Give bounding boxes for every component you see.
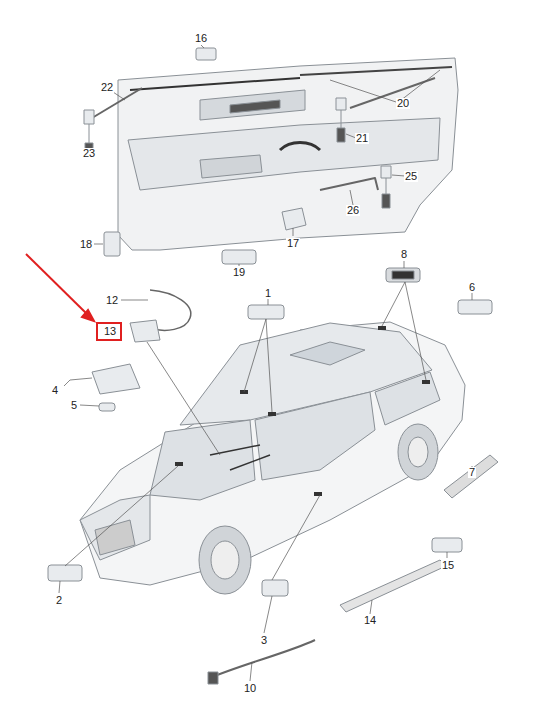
callout-number: 23 — [82, 148, 96, 159]
highlight-box: 13 — [96, 322, 122, 341]
callout-number: 7 — [468, 467, 476, 478]
callout-number: 2 — [55, 595, 63, 606]
callout-number: 5 — [70, 400, 78, 411]
callout-number: 12 — [105, 295, 119, 306]
callout-number: 6 — [468, 282, 476, 293]
callout-number: 25 — [404, 171, 418, 182]
callout-number: 18 — [79, 239, 93, 250]
callout-number: 16 — [194, 33, 208, 44]
callout-number: 13 — [104, 326, 120, 337]
callout-number: 26 — [346, 205, 360, 216]
callout-number: 21 — [355, 133, 369, 144]
callout-number: 10 — [243, 683, 257, 694]
callout-number: 8 — [400, 249, 408, 260]
callout-number: 19 — [232, 267, 246, 278]
callout-number: 20 — [396, 98, 410, 109]
callout-number: 3 — [260, 635, 268, 646]
callout-number: 22 — [100, 82, 114, 93]
callout-number: 1 — [264, 288, 272, 299]
callout-number: 15 — [441, 560, 455, 571]
callout-number: 14 — [363, 615, 377, 626]
callout-number: 4 — [51, 385, 59, 396]
callout-number: 17 — [286, 238, 300, 249]
